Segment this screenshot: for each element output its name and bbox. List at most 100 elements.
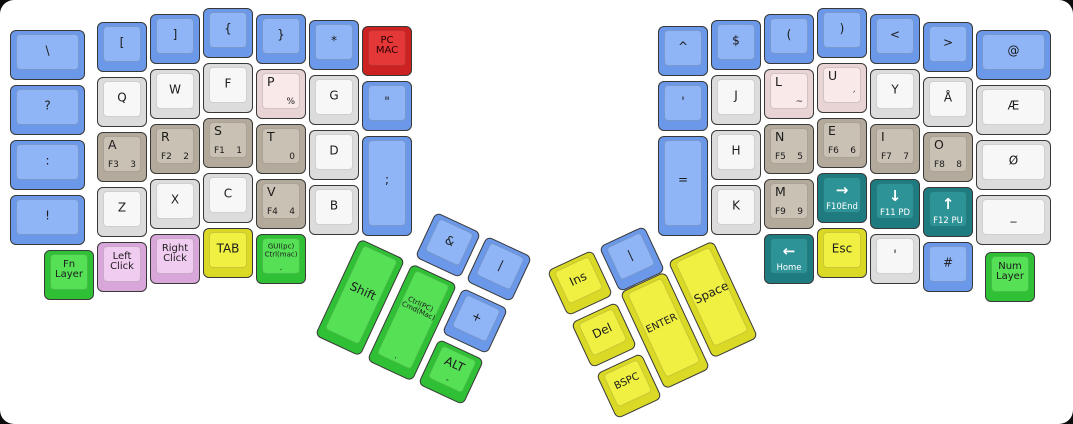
key-label: ' [681, 94, 685, 109]
keycap-top: PC MAC [368, 30, 406, 66]
key-caret[interactable]: ^ [658, 26, 708, 76]
key-right-paren[interactable]: ) [817, 8, 867, 58]
keycap-top: Num Layer [991, 256, 1029, 292]
key-equals[interactable]: = [658, 136, 708, 236]
key-esc[interactable]: Esc [817, 228, 867, 278]
key-b[interactable]: B [309, 185, 359, 235]
key-asterisk[interactable]: * [309, 20, 359, 70]
key-u[interactable]: U´ [817, 63, 867, 113]
key-ae[interactable]: Æ [976, 85, 1051, 135]
key-f[interactable]: F [203, 63, 253, 113]
key-label: PC MAC [375, 34, 399, 57]
key-greater-than[interactable]: > [923, 22, 973, 72]
key-a-ring[interactable]: Å [923, 77, 973, 127]
key-right-bracket[interactable]: ] [150, 14, 200, 64]
key-hash[interactable]: # [923, 242, 973, 292]
key-f12-pu[interactable]: ↑F12 PU [923, 187, 973, 237]
key-c[interactable]: C [203, 173, 253, 223]
key-pipe-left[interactable]: | [465, 235, 533, 303]
key-q[interactable]: Q [97, 77, 147, 127]
key-gui-ctrl[interactable]: GUI(pc) Ctrl(mac). [256, 234, 306, 284]
key-sublabel: 4 [289, 207, 295, 218]
key-right-click[interactable]: Right Click [150, 234, 200, 284]
key-fn-layer[interactable]: Fn Layer [44, 250, 94, 300]
key-z[interactable]: Z [97, 187, 147, 237]
key-label: Right Click [161, 242, 189, 265]
key-tab[interactable]: TAB [203, 228, 253, 278]
key-exclamation[interactable]: ! [10, 195, 85, 245]
key-j[interactable]: J [711, 75, 761, 125]
keycap-top: { [209, 12, 247, 48]
key-underscore[interactable]: _ [976, 195, 1051, 245]
key-label: Q [117, 90, 127, 105]
key-home[interactable]: ←Home [764, 234, 814, 284]
key-label: M [775, 184, 786, 199]
key-label: BSPC [612, 370, 641, 392]
key-apostrophe-left[interactable]: ' [658, 81, 708, 131]
keycap-top: H [717, 134, 755, 170]
keycap-top: } [262, 18, 300, 54]
key-left-paren[interactable]: ( [764, 14, 814, 64]
key-colon[interactable]: : [10, 140, 85, 190]
key-sublabel: Home [776, 262, 802, 273]
key-label: } [277, 27, 285, 42]
key-w[interactable]: W [150, 69, 200, 119]
key-backslash[interactable]: \ [10, 30, 85, 80]
key-label: E [828, 123, 836, 138]
key-label: ) [839, 21, 845, 36]
keycap-top: > [929, 26, 967, 62]
key-p[interactable]: P% [256, 69, 306, 119]
key-label: D [329, 143, 339, 158]
key-left-brace[interactable]: { [203, 8, 253, 58]
keycap-top: →F10End [823, 177, 861, 213]
key-alt[interactable]: ALT- [417, 338, 485, 406]
key-label: B [329, 198, 339, 213]
key-label: $ [732, 33, 740, 48]
key-double-quote[interactable]: " [362, 81, 412, 131]
key-sublabel: F9 [775, 207, 786, 218]
key-ins[interactable]: Ins [546, 249, 614, 317]
key-x[interactable]: X [150, 179, 200, 229]
keycap-top: Ø [982, 144, 1045, 180]
keycap-top: | [475, 241, 526, 291]
key-dollar[interactable]: $ [711, 20, 761, 70]
key-o-slash[interactable]: Ø [976, 140, 1051, 190]
key-g[interactable]: G [309, 75, 359, 125]
key-f10-end[interactable]: →F10End [817, 173, 867, 223]
key-pc-mac[interactable]: PC MAC [362, 26, 412, 76]
keycap-top: = [664, 140, 702, 226]
key-right-brace[interactable]: } [256, 14, 306, 64]
key-question[interactable]: ? [10, 85, 85, 135]
key-h[interactable]: H [711, 130, 761, 180]
key-apostrophe-bottom[interactable]: ' [870, 234, 920, 284]
key-num-layer[interactable]: Num Layer [985, 252, 1035, 302]
key-semicolon[interactable]: ; [362, 136, 412, 236]
key-at[interactable]: @ [976, 30, 1051, 80]
key-sublabel: F7 [881, 152, 892, 163]
key-y[interactable]: Y [870, 69, 920, 119]
keycap-top: | [605, 231, 656, 281]
key-l[interactable]: L~ [764, 69, 814, 119]
key-label: ! [45, 208, 50, 223]
key-less-than[interactable]: < [870, 14, 920, 64]
keycap-top: ←Home [770, 238, 808, 274]
key-sublabel: 2 [183, 152, 189, 163]
key-k[interactable]: K [711, 185, 761, 235]
key-left-click[interactable]: Left Click [97, 242, 147, 292]
key-f11-pd[interactable]: ↓F11 PD [870, 179, 920, 229]
key-left-bracket[interactable]: [ [97, 22, 147, 72]
key-d[interactable]: D [309, 130, 359, 180]
key-sublabel: 1 [236, 146, 242, 157]
